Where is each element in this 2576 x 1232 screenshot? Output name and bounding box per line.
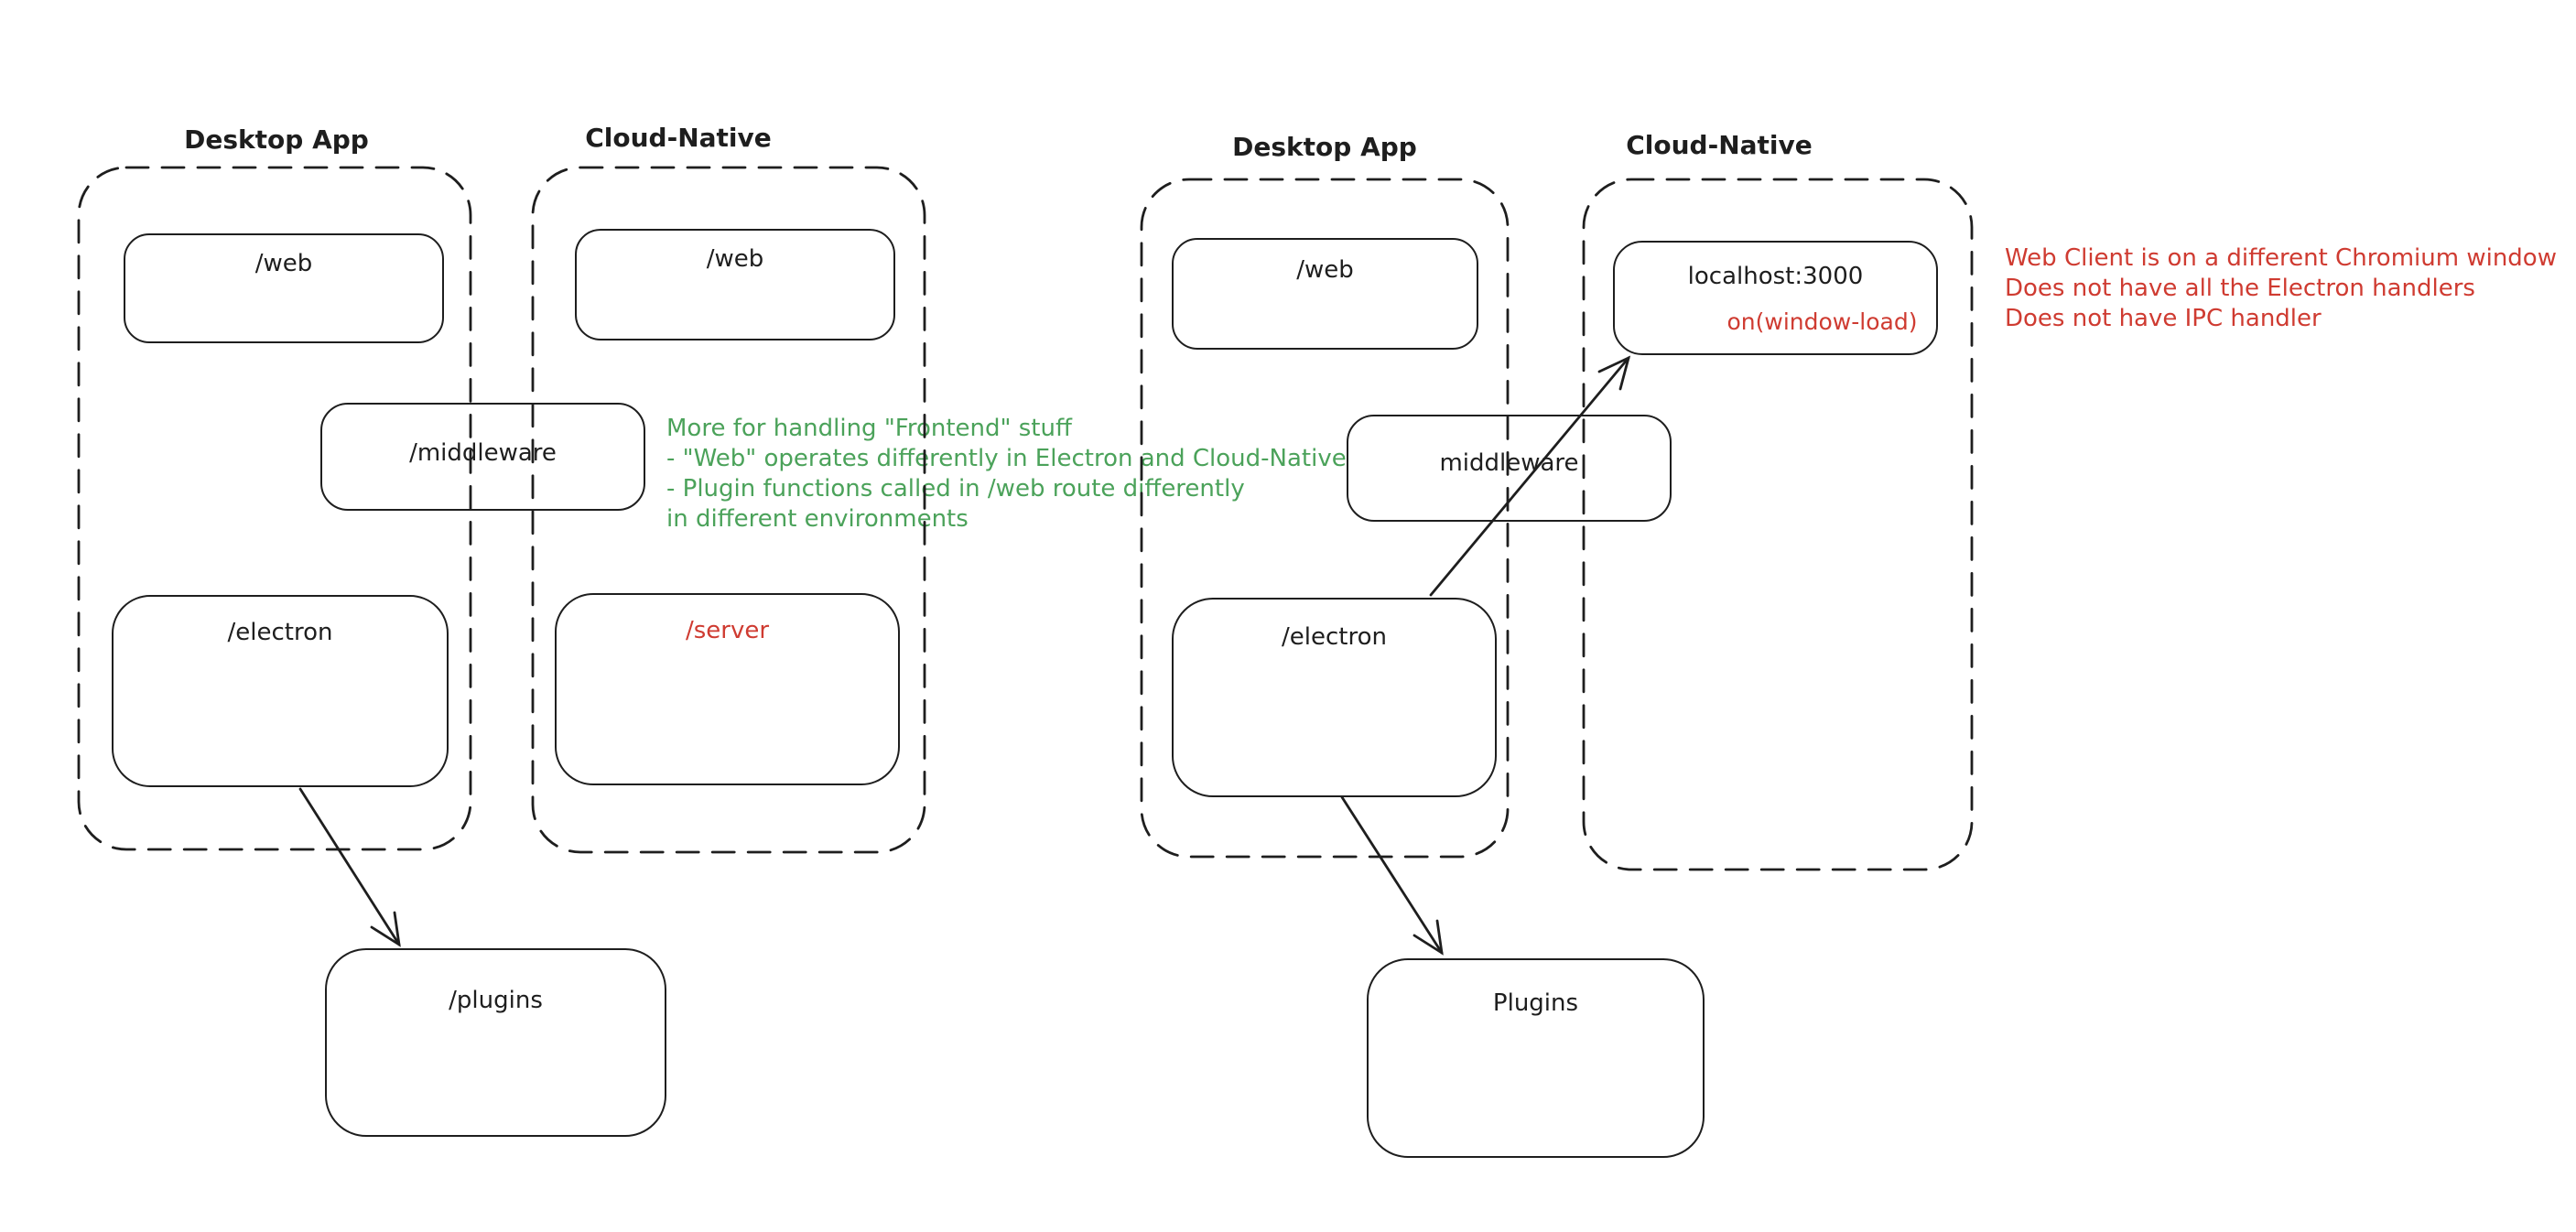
right-desktop-web-label: /web — [1296, 256, 1354, 284]
right-middleware-label: middleware — [1439, 449, 1579, 477]
left-cloud-native-title: Cloud-Native — [585, 123, 772, 153]
right-localhost-box: localhost:3000 on(window-load) — [1613, 241, 1938, 355]
arrow-electron-to-plugins-left — [298, 787, 401, 947]
left-desktop-web-label: /web — [254, 250, 313, 277]
red-note: Web Client is on a different Chromium wi… — [2005, 243, 2557, 334]
green-note-line-3: - Plugin functions called in /web route … — [666, 475, 1245, 503]
green-note-line-2: - "Web" operates differently in Electron… — [666, 445, 1347, 472]
right-plugins-label: Plugins — [1492, 989, 1579, 1017]
left-middleware-label: /middleware — [409, 439, 557, 467]
left-electron-box: /electron — [112, 595, 449, 787]
left-desktop-app-title: Desktop App — [184, 124, 369, 155]
red-note-line-1: Web Client is on a different Chromium wi… — [2005, 244, 2557, 272]
green-note: More for handling "Frontend" stuff - "We… — [666, 414, 1347, 535]
arrow-electron-to-plugins-right — [1340, 795, 1444, 956]
left-server-label: /server — [685, 617, 770, 644]
left-plugins-box: /plugins — [325, 948, 666, 1137]
left-desktop-web-box: /web — [124, 233, 444, 343]
red-note-line-3: Does not have IPC handler — [2005, 305, 2322, 332]
left-electron-label: /electron — [227, 619, 333, 646]
left-plugins-label: /plugins — [449, 987, 543, 1014]
right-desktop-web-box: /web — [1172, 238, 1478, 350]
right-electron-box: /electron — [1172, 598, 1497, 797]
left-server-box: /server — [555, 593, 900, 785]
right-desktop-app-title: Desktop App — [1232, 132, 1417, 162]
left-cloud-web-box: /web — [575, 229, 895, 340]
red-note-line-2: Does not have all the Electron handlers — [2005, 275, 2475, 302]
right-cloud-native-title: Cloud-Native — [1626, 130, 1813, 160]
left-middleware-box: /middleware — [320, 403, 645, 511]
right-localhost-event-label: on(window-load) — [1726, 308, 1918, 335]
green-note-line-4: in different environments — [666, 505, 969, 533]
green-note-line-1: More for handling "Frontend" stuff — [666, 415, 1072, 442]
left-cloud-web-label: /web — [706, 245, 764, 273]
right-middleware-box: middleware — [1347, 415, 1672, 522]
right-electron-label: /electron — [1282, 623, 1387, 651]
right-plugins-box: Plugins — [1367, 958, 1705, 1158]
right-localhost-label: localhost:3000 — [1687, 263, 1864, 290]
